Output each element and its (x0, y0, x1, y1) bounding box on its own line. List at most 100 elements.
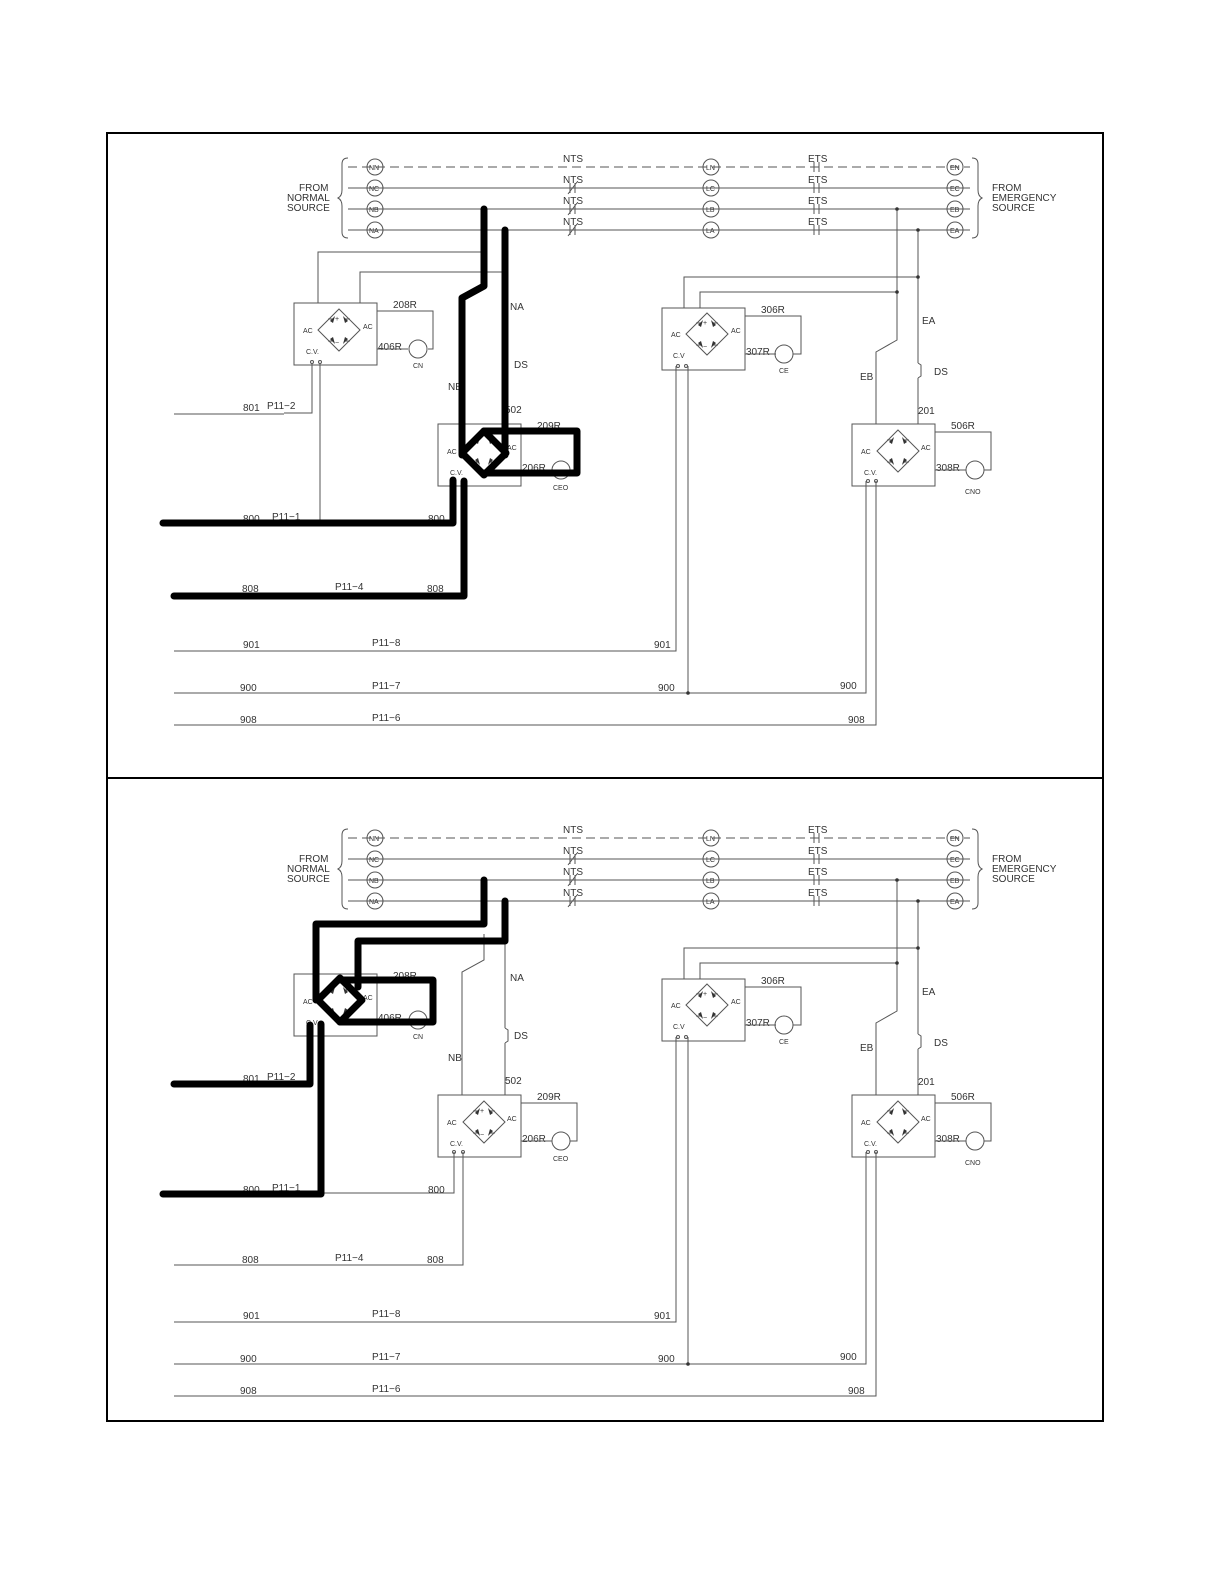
svg-text:P11−7: P11−7 (372, 681, 401, 692)
svg-text:EA: EA (922, 316, 936, 327)
svg-text:NB: NB (369, 878, 379, 885)
svg-text:NORMAL: NORMAL (287, 193, 330, 204)
svg-text:908: 908 (848, 1386, 865, 1397)
bus-contacts: NTS NTS NTS NTS ETS ETS ETS ETS (563, 154, 828, 237)
svg-text:ETS: ETS (808, 196, 828, 207)
svg-text:307R: 307R (746, 1018, 770, 1029)
svg-text:306R: 306R (761, 305, 785, 316)
terminal-en (946, 158, 964, 176)
svg-text:808: 808 (242, 584, 259, 595)
svg-text:+: + (703, 991, 707, 998)
svg-text:FROM: FROM (992, 854, 1021, 865)
bus-contacts: NTS NTS NTS NTS ETS ETS ETS ETS (563, 825, 828, 908)
svg-text:209R: 209R (537, 421, 561, 432)
rectifier-cno: AC AC C.V. 506R 308R CNO (851, 421, 992, 496)
svg-text:−: − (480, 1132, 484, 1139)
svg-text:808: 808 (242, 1255, 259, 1266)
svg-text:P11−4: P11−4 (335, 1253, 364, 1264)
normal-source-label: FROM NORMAL SOURCE (287, 828, 349, 910)
svg-text:307R: 307R (746, 347, 770, 358)
svg-text:C.V.: C.V. (864, 470, 877, 477)
svg-text:CNO: CNO (965, 1160, 981, 1167)
svg-text:AC: AC (861, 449, 871, 456)
marker-highlight-lower (159, 876, 509, 1198)
svg-text:NN: NN (369, 165, 379, 172)
svg-text:DS: DS (934, 367, 948, 378)
emergency-source-label: FROM EMERGENCY SOURCE (971, 157, 1057, 239)
svg-text:NA: NA (510, 302, 524, 313)
svg-text:CEO: CEO (553, 485, 569, 492)
svg-text:−: − (703, 344, 707, 351)
svg-text:+: + (480, 1108, 484, 1115)
svg-text:NTS: NTS (563, 825, 583, 836)
terminal-lb (702, 200, 720, 218)
schematic-panel-after: FROM NORMAL SOURCE FROM EMERGENCY SOURCE… (106, 777, 1104, 1422)
svg-text:CN: CN (413, 1034, 423, 1041)
svg-text:NA: NA (369, 228, 379, 235)
terminal-na (366, 221, 384, 239)
svg-text:AC: AC (303, 328, 313, 335)
svg-text:P11−6: P11−6 (372, 1384, 401, 1395)
svg-text:P11−8: P11−8 (372, 638, 401, 649)
svg-text:FROM: FROM (299, 854, 328, 865)
svg-text:CEO: CEO (553, 1156, 569, 1163)
right-brace (971, 157, 984, 239)
svg-text:DS: DS (514, 1031, 528, 1042)
svg-text:ETS: ETS (808, 825, 828, 836)
svg-text:C.V.: C.V. (450, 1141, 463, 1148)
svg-text:801: 801 (243, 1074, 260, 1085)
svg-text:P11−4: P11−4 (335, 582, 364, 593)
svg-text:900: 900 (240, 1354, 257, 1365)
control-wires: 801 P11−2 800 P11−1 800 808 P11−4 808 90… (174, 1037, 877, 1397)
terminal-ec (946, 179, 964, 197)
panel-frame (106, 777, 1104, 1422)
svg-text:CN: CN (413, 363, 423, 370)
svg-text:406R: 406R (378, 342, 402, 353)
svg-text:201: 201 (918, 1077, 935, 1088)
terminal-ln (702, 158, 720, 176)
svg-text:DS: DS (514, 360, 528, 371)
svg-text:EB: EB (860, 372, 874, 383)
emergency-side-switches: EA EB DS 201 (860, 207, 948, 424)
svg-text:ETS: ETS (808, 867, 828, 878)
svg-text:LB: LB (706, 878, 715, 885)
coil-ce (774, 344, 794, 364)
emergency-source-label: FROM EMERGENCY SOURCE (971, 828, 1057, 910)
svg-text:+: + (335, 316, 339, 323)
svg-text:LC: LC (706, 857, 715, 864)
terminal-nc (366, 179, 384, 197)
svg-text:ETS: ETS (808, 888, 828, 899)
svg-text:LB: LB (706, 207, 715, 214)
terminal-ea (946, 221, 964, 239)
svg-text:EA: EA (950, 228, 960, 235)
terminal-la (702, 221, 720, 239)
svg-text:900: 900 (658, 1354, 675, 1365)
svg-text:AC: AC (447, 449, 457, 456)
svg-text:EA: EA (922, 987, 936, 998)
svg-text:NTS: NTS (563, 217, 583, 228)
svg-text:AC: AC (671, 332, 681, 339)
bus-lines (348, 837, 970, 902)
svg-text:ETS: ETS (808, 175, 828, 186)
svg-text:201: 201 (918, 406, 935, 417)
svg-text:EMERGENCY: EMERGENCY (992, 864, 1057, 875)
rectifier-ce: + − AC AC C.V 306R 307R CE (661, 276, 918, 375)
svg-text:NC: NC (369, 186, 379, 193)
svg-text:AC: AC (507, 445, 517, 452)
terminal-nn (366, 158, 384, 176)
coil-cno (965, 460, 985, 480)
svg-text:900: 900 (240, 683, 257, 694)
svg-text:EMERGENCY: EMERGENCY (992, 193, 1057, 204)
svg-text:908: 908 (240, 1386, 257, 1397)
svg-text:308R: 308R (936, 1134, 960, 1145)
svg-text:306R: 306R (761, 976, 785, 987)
svg-text:P11−7: P11−7 (372, 1352, 401, 1363)
svg-text:EN: EN (950, 165, 960, 172)
rectifier-ceo: + − AC AC C.V. 209R 206R CEO (174, 934, 578, 1266)
svg-text:SOURCE: SOURCE (287, 874, 330, 885)
svg-text:NB: NB (448, 1053, 462, 1064)
svg-text:AC: AC (363, 324, 373, 331)
svg-text:C.V.: C.V. (306, 349, 319, 356)
svg-text:P11−1: P11−1 (272, 1183, 301, 1194)
svg-text:NB: NB (448, 382, 462, 393)
